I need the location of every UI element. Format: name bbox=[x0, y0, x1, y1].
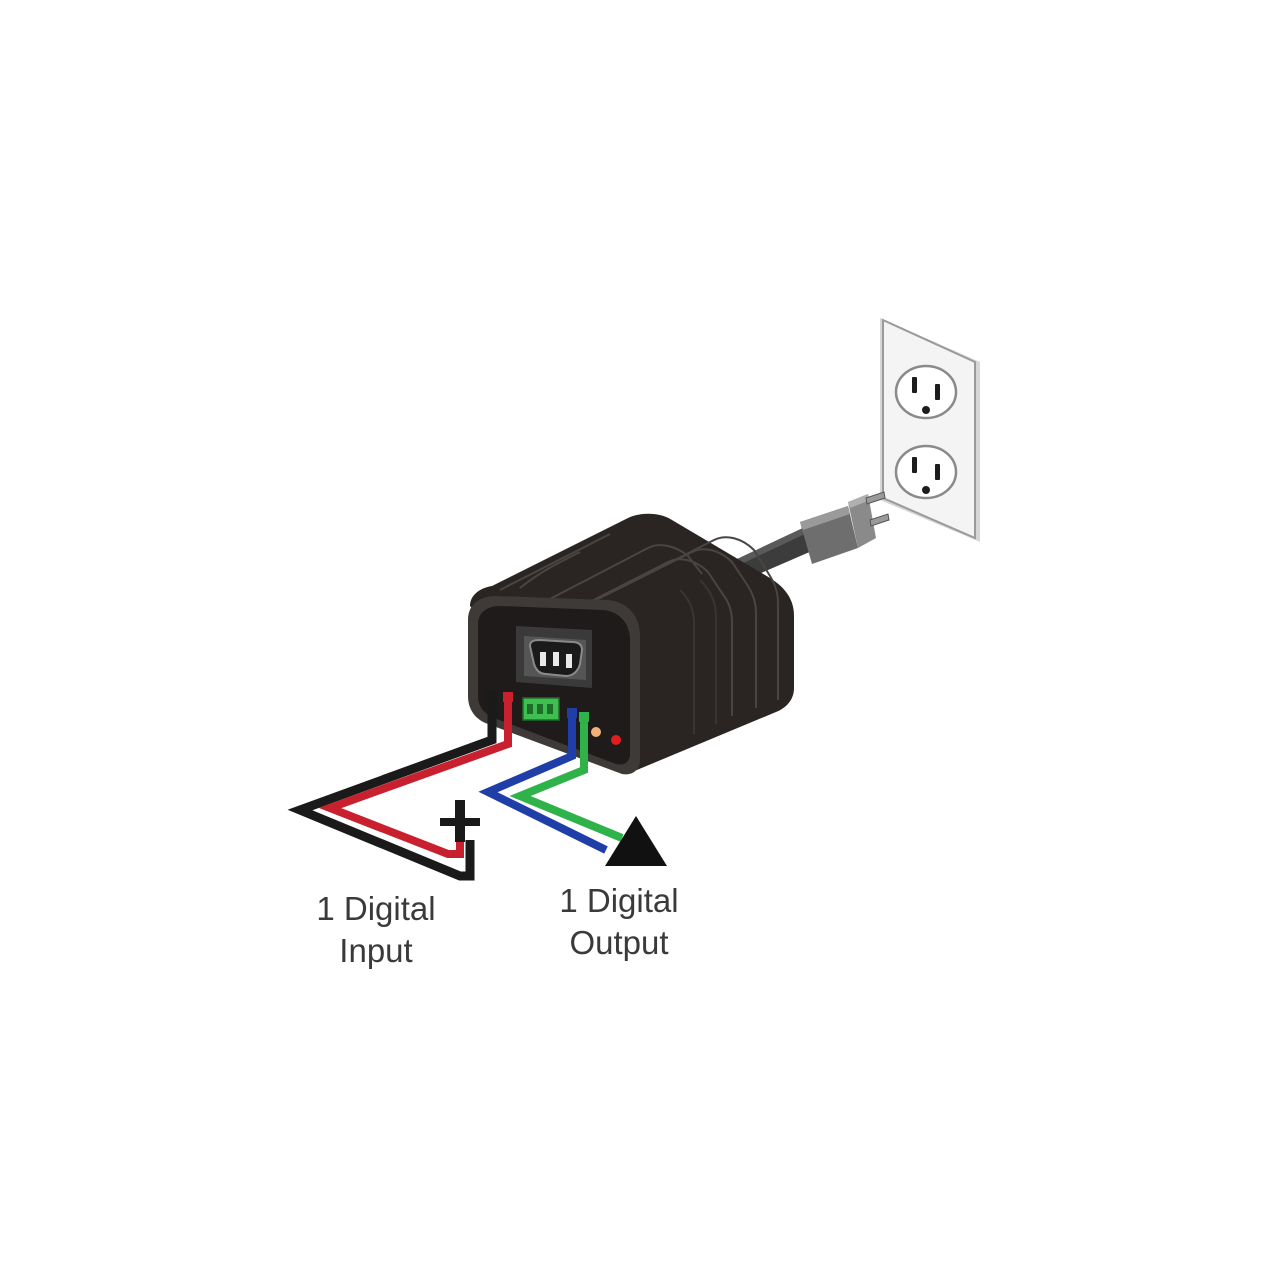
digital-input-label-line1: 1 Digital bbox=[316, 890, 436, 927]
wire-black-input bbox=[287, 694, 497, 881]
digital-output-label: 1 Digital Output bbox=[539, 880, 699, 964]
digital-output-label-line2: Output bbox=[569, 924, 669, 961]
triangle-output-icon bbox=[605, 816, 667, 866]
status-led-orange bbox=[591, 727, 601, 737]
digital-output-label-line1: 1 Digital bbox=[559, 882, 679, 919]
io-device bbox=[468, 513, 794, 775]
digital-input-label-line2: Input bbox=[339, 932, 413, 969]
wire-red-input bbox=[318, 694, 512, 858]
input-wires bbox=[287, 690, 513, 881]
wire-blue-output bbox=[478, 712, 608, 854]
receptacle-lower bbox=[894, 444, 958, 500]
wall-outlet bbox=[880, 318, 980, 542]
output-wires bbox=[478, 708, 624, 854]
power-plug bbox=[800, 491, 890, 564]
terminal-block bbox=[522, 697, 560, 721]
power-inlet bbox=[516, 626, 592, 688]
device-ridges bbox=[499, 533, 779, 716]
status-led-red bbox=[611, 735, 621, 745]
digital-input-label: 1 Digital Input bbox=[296, 888, 456, 972]
wire-green-output bbox=[509, 716, 624, 842]
receptacle-upper bbox=[894, 364, 958, 420]
ground-plus-icon bbox=[440, 800, 480, 842]
